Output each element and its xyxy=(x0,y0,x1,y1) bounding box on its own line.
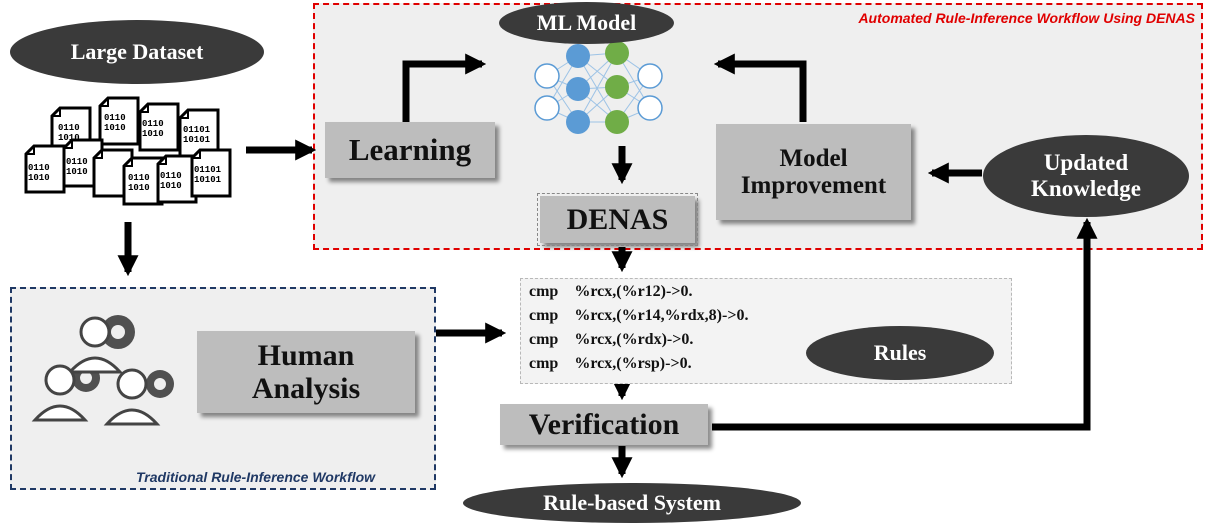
rule-line: cmp %rcx,(%rsp)->0. xyxy=(529,355,692,373)
ml-model-node: ML Model xyxy=(499,2,674,44)
rule-line: cmp %rcx,(%rdx)->0. xyxy=(529,331,693,349)
file-text: 0110 xyxy=(28,163,50,173)
file-text: 0110 xyxy=(58,123,80,133)
learning-node: Learning xyxy=(325,122,495,178)
file-text: 10101 xyxy=(194,175,222,185)
large-dataset-node: Large Dataset xyxy=(10,20,264,84)
rule-line: cmp %rcx,(%r14,%rdx,8)->0. xyxy=(529,307,748,325)
arrow-verification-to-knowledge xyxy=(712,217,1098,431)
human-analysis-line1: Human xyxy=(257,339,355,372)
automated-workflow-label: Automated Rule-Inference Workflow Using … xyxy=(858,10,1195,26)
rule-op: cmp xyxy=(529,331,559,348)
rules-node: Rules xyxy=(806,326,994,380)
traditional-workflow-label: Traditional Rule-Inference Workflow xyxy=(136,469,376,485)
updated-knowledge-line1: Updated xyxy=(1043,149,1129,175)
file-text: 01101 xyxy=(183,125,211,135)
model-improvement-node: Model Improvement xyxy=(716,124,911,220)
file-text: 0110 xyxy=(104,113,126,123)
verification-node: Verification xyxy=(500,404,708,445)
file-text: 1010 xyxy=(160,181,182,191)
flow-arrows xyxy=(117,53,1098,479)
file-text: 0110 xyxy=(66,157,88,167)
file-text: 0110 xyxy=(142,119,164,129)
rule-args: %rcx,(%rsp)->0. xyxy=(574,355,692,372)
file-text: 10101 xyxy=(183,135,211,145)
rule-args: %rcx,(%r12)->0. xyxy=(574,283,693,300)
rule-args: %rcx,(%r14,%rdx,8)->0. xyxy=(574,307,749,324)
model-improvement-line1: Model xyxy=(779,144,848,172)
rule-op: cmp xyxy=(529,283,559,300)
file-text: 1010 xyxy=(104,123,126,133)
file-text: 1010 xyxy=(66,167,88,177)
file-text: 01101 xyxy=(194,165,222,175)
denas-node: DENAS xyxy=(537,193,698,246)
neural-network-icon xyxy=(534,41,663,134)
human-analysis-node: Human Analysis xyxy=(197,331,415,413)
updated-knowledge-line2: Knowledge xyxy=(1031,176,1141,201)
arrow-improvement-to-model xyxy=(713,53,807,122)
file-text: 0110 xyxy=(128,173,150,183)
file-text: 1010 xyxy=(142,129,164,139)
file-text: 1010 xyxy=(128,183,150,193)
rule-op: cmp xyxy=(529,307,559,324)
file-text: 0110 xyxy=(160,171,182,181)
rule-line: cmp %rcx,(%r12)->0. xyxy=(529,283,692,301)
arrow-learning-to-model xyxy=(402,53,487,122)
dataset-files-icon: 0110 1010 0110 1010 0110 1010 01101 1010… xyxy=(24,96,232,206)
rule-based-system-node: Rule-based System xyxy=(463,483,801,523)
human-analysis-line2: Analysis xyxy=(251,372,361,405)
file-text: 1010 xyxy=(58,133,80,143)
analysts-gears-icon xyxy=(31,315,174,426)
updated-knowledge-node: Updated Knowledge xyxy=(983,135,1189,217)
file-text: 1010 xyxy=(28,173,50,183)
model-improvement-line2: Improvement xyxy=(740,172,887,199)
rule-args: %rcx,(%rdx)->0. xyxy=(574,331,694,348)
rule-op: cmp xyxy=(529,355,559,372)
